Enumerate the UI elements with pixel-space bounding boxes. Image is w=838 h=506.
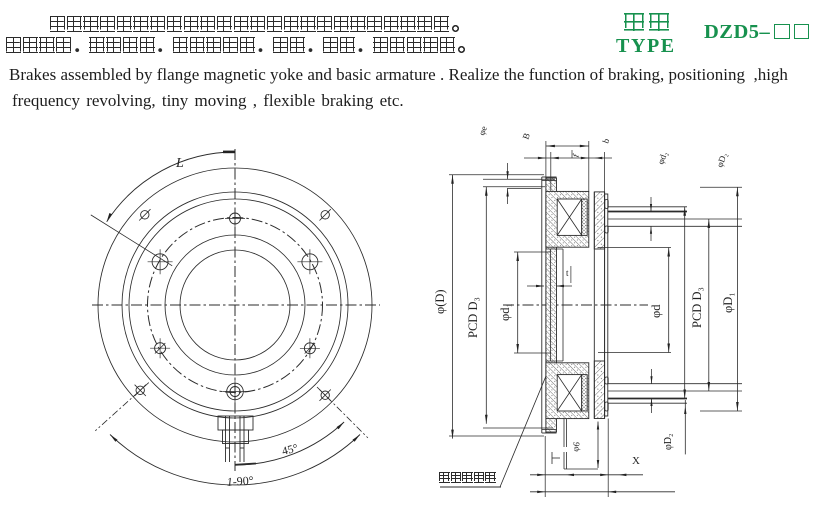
svg-text:φd₂: φd₂ — [655, 150, 669, 165]
svg-text:PCD D₃: PCD D₃ — [466, 297, 480, 338]
svg-text:B: B — [520, 132, 531, 141]
svg-text:f: f — [570, 152, 580, 158]
svg-text:t: t — [566, 268, 569, 278]
svg-text:φe: φe — [476, 125, 489, 137]
svg-text:φD₂: φD₂ — [714, 151, 728, 168]
svg-text:1-90°: 1-90° — [226, 473, 254, 489]
svg-text:PCD D₃: PCD D₃ — [690, 287, 704, 328]
svg-text:φ(D): φ(D) — [433, 289, 447, 314]
svg-text:φd: φd — [649, 304, 663, 318]
svg-text:45°: 45° — [281, 442, 300, 458]
svg-text:L: L — [175, 156, 184, 171]
svg-text:φD₁: φD₁ — [721, 292, 735, 313]
svg-text:φ6: φ6 — [570, 441, 582, 453]
svg-text:b: b — [600, 137, 611, 145]
svg-text:φD₂: φD₂ — [663, 434, 674, 450]
svg-text:φd₁: φd₁ — [498, 303, 512, 321]
svg-text:X: X — [632, 455, 640, 467]
